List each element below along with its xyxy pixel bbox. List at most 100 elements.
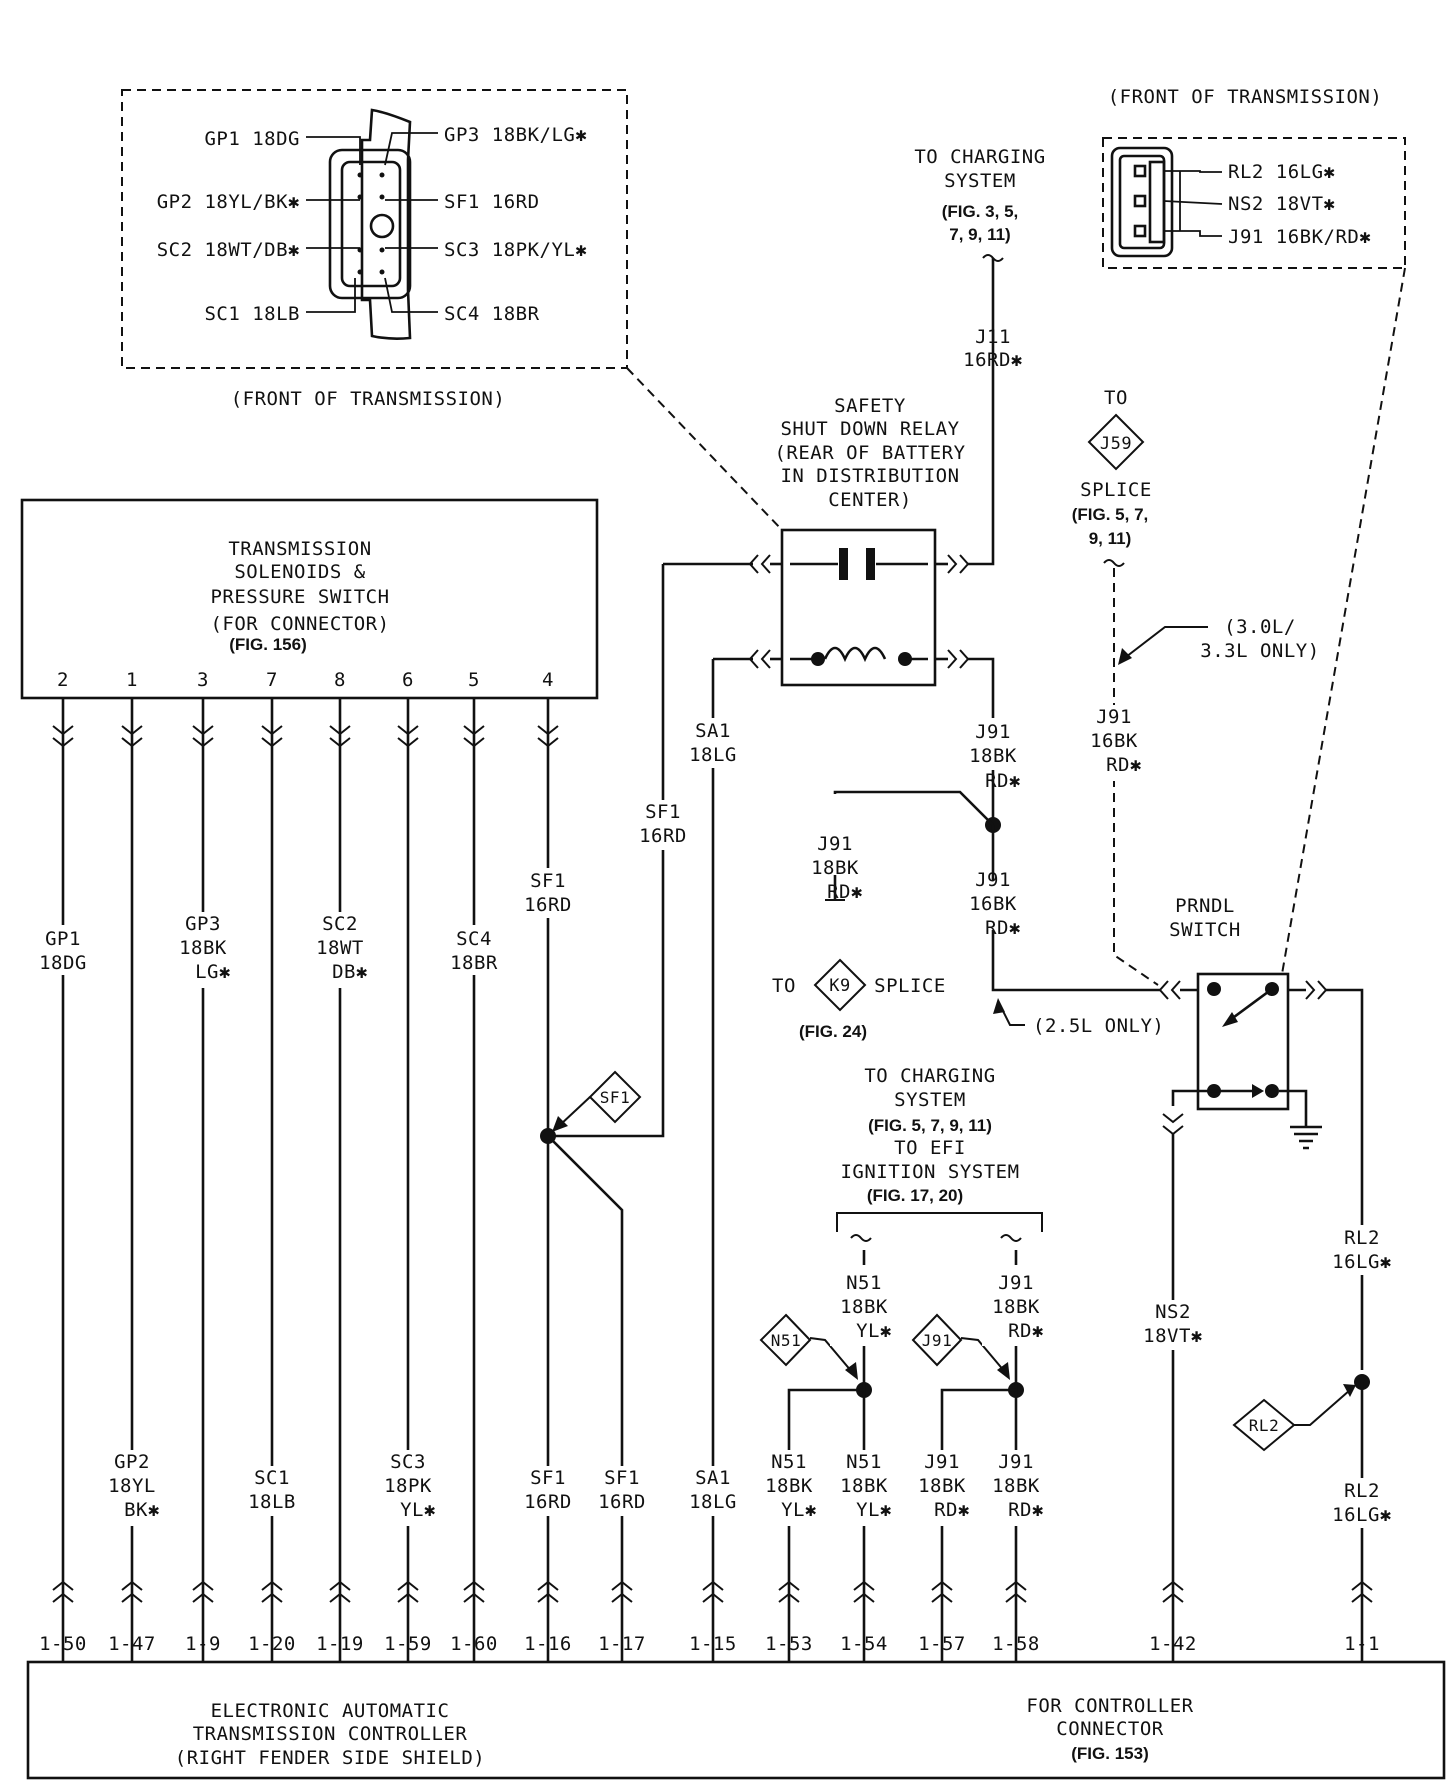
relay-title-line5: CENTER) (828, 489, 912, 511)
k9-to: TO (772, 975, 796, 997)
j59-to: TO (1104, 387, 1128, 409)
wire-label-j91-c-1: J91 (975, 869, 1011, 891)
solenoid-pin-3: 3 (197, 669, 209, 691)
only-30-line2: 3.3L ONLY) (1200, 640, 1319, 662)
pin-label-sc3: SC3 18PK/YL✱ (444, 239, 587, 261)
wire-label-j91-a-1: J91 (975, 721, 1011, 743)
controller-pin-1-58: 1-58 (992, 1633, 1040, 1655)
wire-label-n51-c-1: N51 (846, 1451, 882, 1473)
pin-label-sc2: SC2 18WT/DB✱ (157, 239, 300, 261)
pin-label-ns2: NS2 18VT✱ (1228, 193, 1335, 215)
controller-pin-1-59: 1-59 (384, 1633, 432, 1655)
wire-label-sc4-1: SC4 (456, 928, 492, 950)
k9-fig: (FIG. 24) (799, 1022, 867, 1041)
wire-label-n51-b-2: 18BK (765, 1475, 813, 1497)
charging-top-fig2: 7, 9, 11) (949, 225, 1010, 244)
controller-pin-1-60: 1-60 (450, 1633, 498, 1655)
pin-label-sc1: SC1 18LB (204, 303, 300, 325)
controller-pin-1-1: 1-1 (1344, 1633, 1380, 1655)
wire-label-j91-g-1: J91 (998, 1451, 1034, 1473)
wire-label-n51-b-3: YL✱ (781, 1499, 817, 1521)
controller-pin-1-47: 1-47 (108, 1633, 156, 1655)
prndl-line1: PRNDL (1175, 895, 1235, 917)
wire-label-n51-b-1: N51 (771, 1451, 807, 1473)
j59-id: J59 (1100, 434, 1132, 454)
wire-label-sf1-a-1: SF1 (645, 801, 681, 823)
pin-label-sf1: SF1 16RD (444, 191, 540, 213)
wire-label-gp3-1: GP3 (185, 913, 221, 935)
controller-pin-1-42: 1-42 (1149, 1633, 1197, 1655)
wire-label-sc3-3: YL✱ (400, 1499, 436, 1521)
wire-label-sc3-1: SC3 (390, 1451, 426, 1473)
splice-id-sf1: SF1 (600, 1088, 630, 1107)
efi-line2: IGNITION SYSTEM (840, 1161, 1019, 1183)
k9-id: K9 (829, 976, 850, 996)
pin-label-sc4: SC4 18BR (444, 303, 540, 325)
wire-label-sa1-a-2: 18LG (689, 744, 737, 766)
wire-label-sc2-2: 18WT (316, 937, 364, 959)
j91-dashed-wire (1113, 568, 1159, 986)
solenoid-pin-5: 5 (468, 669, 480, 691)
wire-label-sc2-3: DB✱ (332, 961, 368, 983)
relay-title-line4: IN DISTRIBUTION (780, 465, 959, 487)
controller-pin-1-15: 1-15 (689, 1633, 737, 1655)
wire-label-n51-a-3: YL✱ (856, 1320, 892, 1342)
wire-label-rl2-a-1: RL2 (1344, 1227, 1380, 1249)
pin-label-j91: J91 16BK/RD✱ (1228, 226, 1371, 248)
wire-label-gp2-2: 18YL (108, 1475, 156, 1497)
wire-label-sf1-d-2: 16RD (598, 1491, 646, 1513)
j59-fig1: (FIG. 5, 7, (1072, 505, 1149, 524)
splice-id-n51: N51 (771, 1331, 801, 1350)
charging-bottom-fig1: (FIG. 5, 7, 9, 11) (868, 1116, 992, 1135)
inset-right-caption: (FRONT OF TRANSMISSION) (1108, 86, 1383, 108)
pin-label-gp3: GP3 18BK/LG✱ (444, 124, 587, 146)
inset-left-pointer (626, 367, 783, 531)
inset-right-pointer (1281, 267, 1406, 975)
wire-label-j91-g-3: RD✱ (1008, 1499, 1044, 1521)
only-30-33-note: (3.0L/ 3.3L ONLY) (1118, 616, 1319, 665)
transmission-controller-box: 1-50 1-47 1-9 1-20 1-19 1-59 1-60 1-16 1… (26, 1633, 1446, 1780)
charging-top-line1: TO CHARGING (914, 146, 1045, 168)
splice-id-j91: J91 (922, 1331, 952, 1350)
wire-label-gp3-3: LG✱ (195, 961, 231, 983)
j59-splice-ref: TO J59 SPLICE (FIG. 5, 7, 9, 11) (1072, 387, 1152, 567)
k9-splice-ref: TO K9 SPLICE (FIG. 24) (772, 958, 945, 1041)
wire-label-gp1-2: 18DG (39, 952, 87, 974)
wire-label-sc2-1: SC2 (322, 913, 358, 935)
pin-label-gp1: GP1 18DG (204, 128, 300, 150)
j59-splice: SPLICE (1080, 479, 1152, 501)
prndl-line2: SWITCH (1169, 919, 1241, 941)
wire-label-sc3-2: 18PK (384, 1475, 432, 1497)
controller-pin-1-16: 1-16 (524, 1633, 572, 1655)
wire-label-sc1-2: 18LB (248, 1491, 296, 1513)
wire-label-sa1-b-1: SA1 (695, 1467, 731, 1489)
wire-label-sf1-c-2: 16RD (524, 1491, 572, 1513)
wire-label-j91-e-1: J91 (998, 1272, 1034, 1294)
relay-title-line3: (REAR OF BATTERY (774, 442, 965, 464)
controller-connector-1: FOR CONTROLLER (1026, 1695, 1193, 1717)
solenoid-fig-ref: (FIG. 156) (229, 635, 306, 654)
solenoid-title-line2: SOLENOIDS & (234, 561, 365, 583)
wire-label-j91-e-3: RD✱ (1008, 1320, 1044, 1342)
wire-label-sf1-c-1: SF1 (530, 1467, 566, 1489)
inset-left-caption: (FRONT OF TRANSMISSION) (231, 388, 506, 410)
wire-label-sf1-b-1: SF1 (530, 870, 566, 892)
wire-label-sf1-a-2: 16RD (639, 825, 687, 847)
wire-label-n51-a-1: N51 (846, 1272, 882, 1294)
prndl-switch: PRNDL SWITCH (1169, 895, 1322, 1150)
solenoid-pin-8: 8 (334, 669, 346, 691)
wire-label-sa1-b-2: 18LG (689, 1491, 737, 1513)
controller-pin-1-9: 1-9 (185, 1633, 221, 1655)
wire-label-j91-c-3: RD✱ (985, 917, 1021, 939)
wire-label-j91-a-3: RD✱ (985, 770, 1021, 792)
wire-label-gp2-3: BK✱ (124, 1499, 160, 1521)
transmission-solenoids-box: TRANSMISSION SOLENOIDS & PRESSURE SWITCH… (20, 498, 599, 700)
wire-label-sc4-2: 18BR (450, 952, 498, 974)
charging-system-ref-top: TO CHARGING SYSTEM (FIG. 3, 5, 7, 9, 11)… (914, 146, 1045, 371)
charging-bottom-line2: SYSTEM (894, 1089, 966, 1111)
controller-pin-1-50: 1-50 (39, 1633, 87, 1655)
solenoid-pin-4: 4 (542, 669, 554, 691)
only-30-line1: (3.0L/ (1224, 616, 1296, 638)
controller-title-2: TRANSMISSION CONTROLLER (193, 1723, 468, 1745)
controller-pin-1-57: 1-57 (918, 1633, 966, 1655)
